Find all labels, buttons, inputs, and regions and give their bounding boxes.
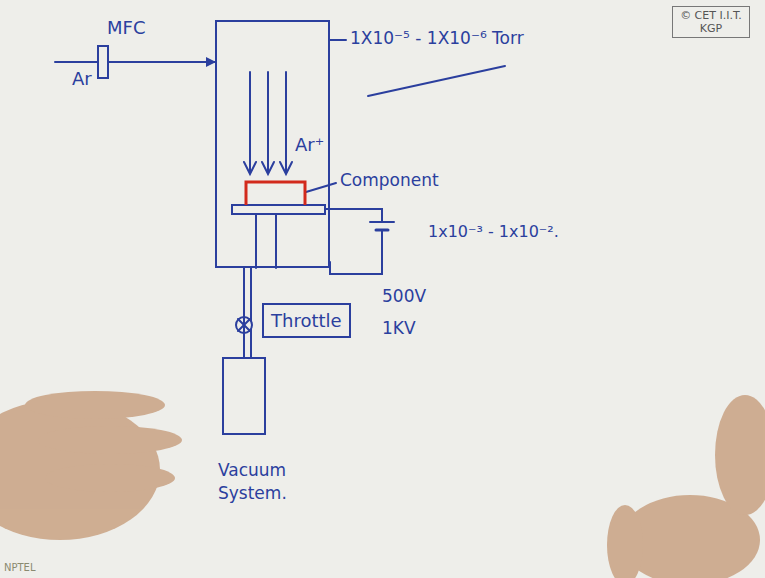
divider-line (368, 66, 505, 96)
watermark-box: © CET I.I.T. KGP (672, 6, 750, 38)
hands (0, 391, 765, 578)
holder-stem (275, 214, 277, 268)
bias-wire (325, 209, 382, 222)
node-text: Vacuum System. (218, 459, 308, 505)
mfc-box: MFC (97, 45, 109, 79)
bias-wire (330, 230, 382, 274)
component-sample (246, 182, 305, 205)
ion-arrows (244, 72, 292, 174)
component-label: Component (340, 170, 439, 190)
battery-symbol (370, 221, 394, 223)
substrate-holder (232, 205, 325, 214)
connector (109, 61, 215, 63)
watermark: NPTEL (4, 562, 36, 573)
node-text: Throttle (271, 310, 342, 331)
node-text: Ar⁺ (295, 134, 324, 155)
node-text: MFC (107, 17, 145, 38)
node-text: © CET I.I.T. KGP (677, 9, 745, 35)
throttle-box: Throttle (262, 303, 351, 338)
vacuum-system-box: Vacuum System. (222, 357, 266, 435)
gas-line (55, 61, 97, 63)
leader-line (330, 39, 346, 41)
bias-voltage: 1KV (382, 318, 416, 338)
bias-voltage: 500V (382, 286, 426, 306)
gas-name: Ar (72, 68, 92, 89)
pipe-wall (250, 268, 252, 357)
holder-stem (255, 214, 257, 268)
connector (243, 268, 245, 357)
chamber-box: Ar⁺ (215, 20, 330, 268)
process-pressure: 1x10⁻³ - 1x10⁻². (428, 222, 559, 241)
leader-line (306, 183, 336, 192)
chamber-pressure: 1X10⁻⁵ - 1X10⁻⁶ Torr (350, 28, 524, 48)
